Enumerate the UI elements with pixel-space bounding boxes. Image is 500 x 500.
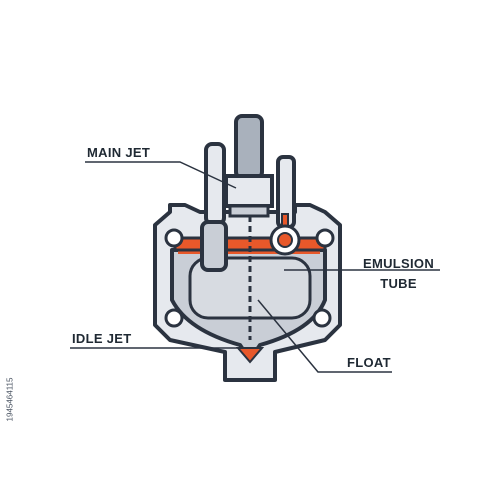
bolt-bottom-left [164,308,184,328]
bolt-top-left [164,228,184,248]
main-jet-collar [228,204,270,218]
stock-id-text: 1945464115 [5,377,15,422]
emulsion-bulb-core [277,232,293,248]
idle-jet-pipe [204,142,226,226]
float-leader [257,299,392,373]
bolt-top-right [315,228,335,248]
emulsion-tube-label: EMULSION TUBE [363,257,434,291]
float-label: FLOAT [347,355,391,370]
main-jet-leader [85,161,237,189]
emulsion-tube-label-line2: TUBE [380,276,417,291]
bolt-bottom-right [312,308,332,328]
main-jet-body [224,174,274,208]
emulsion-tube-label-line1: EMULSION [363,256,435,271]
main-jet-tower [234,114,264,180]
idle-jet-label: IDLE JET [72,331,132,346]
fuel-bottom [235,347,265,364]
main-jet-label: MAIN JET [87,145,151,160]
idle-jet-tip [200,220,228,272]
